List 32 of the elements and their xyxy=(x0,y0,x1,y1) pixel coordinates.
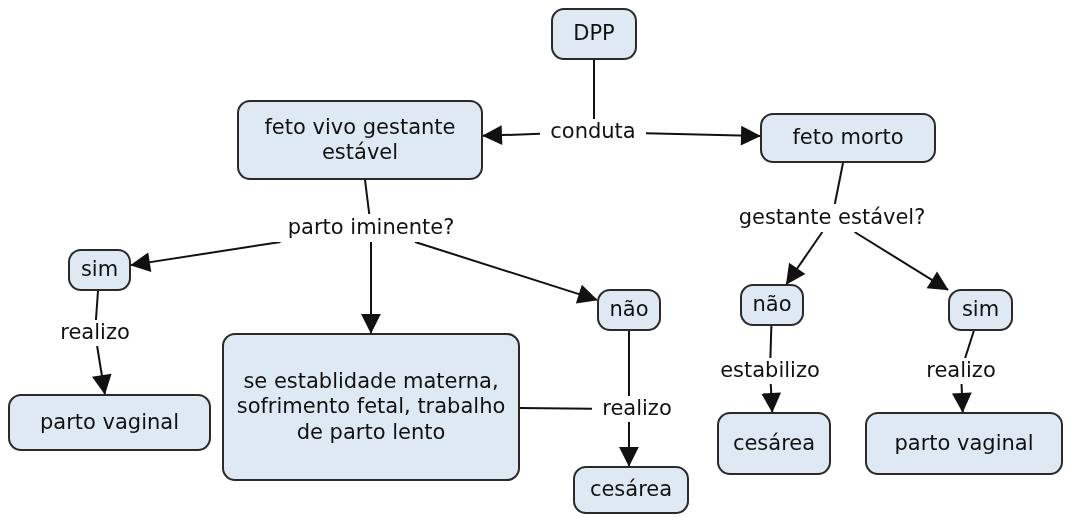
concept-box: não xyxy=(597,289,661,331)
concept-box: não xyxy=(740,284,804,326)
connector-line xyxy=(364,179,371,215)
connector-line xyxy=(769,325,773,359)
connector-line xyxy=(593,59,595,120)
concept-box: feto morto xyxy=(760,113,936,163)
arrow xyxy=(951,383,972,413)
arrow xyxy=(361,241,381,334)
connector-line xyxy=(964,330,975,359)
concept-box: DPP xyxy=(551,8,637,60)
concept-box: parto vaginal xyxy=(865,412,1063,475)
concept-box: se establidade materna, sofrimento fetal, trabalho de parto lento xyxy=(222,333,520,481)
connector-line xyxy=(94,290,99,321)
concept-box: sim xyxy=(68,249,131,291)
arrow xyxy=(785,231,824,285)
connector-line xyxy=(628,330,630,397)
arrow xyxy=(92,345,112,395)
connector-line xyxy=(833,162,844,205)
arrow xyxy=(761,383,782,413)
arrow xyxy=(645,125,761,146)
arrow xyxy=(482,125,541,145)
concept-box: parto vaginal xyxy=(8,394,211,451)
concept-box: feto vivo gestante estável xyxy=(237,100,483,180)
arrow xyxy=(619,421,639,467)
linking-phrase: realizo xyxy=(60,320,130,346)
arrow xyxy=(130,241,282,272)
arrow xyxy=(414,241,598,304)
arrow xyxy=(853,231,949,291)
concept-box: cesárea xyxy=(573,466,689,514)
concept-box: sim xyxy=(948,289,1013,331)
connector-line xyxy=(519,407,593,410)
concept-box: cesárea xyxy=(717,412,831,475)
